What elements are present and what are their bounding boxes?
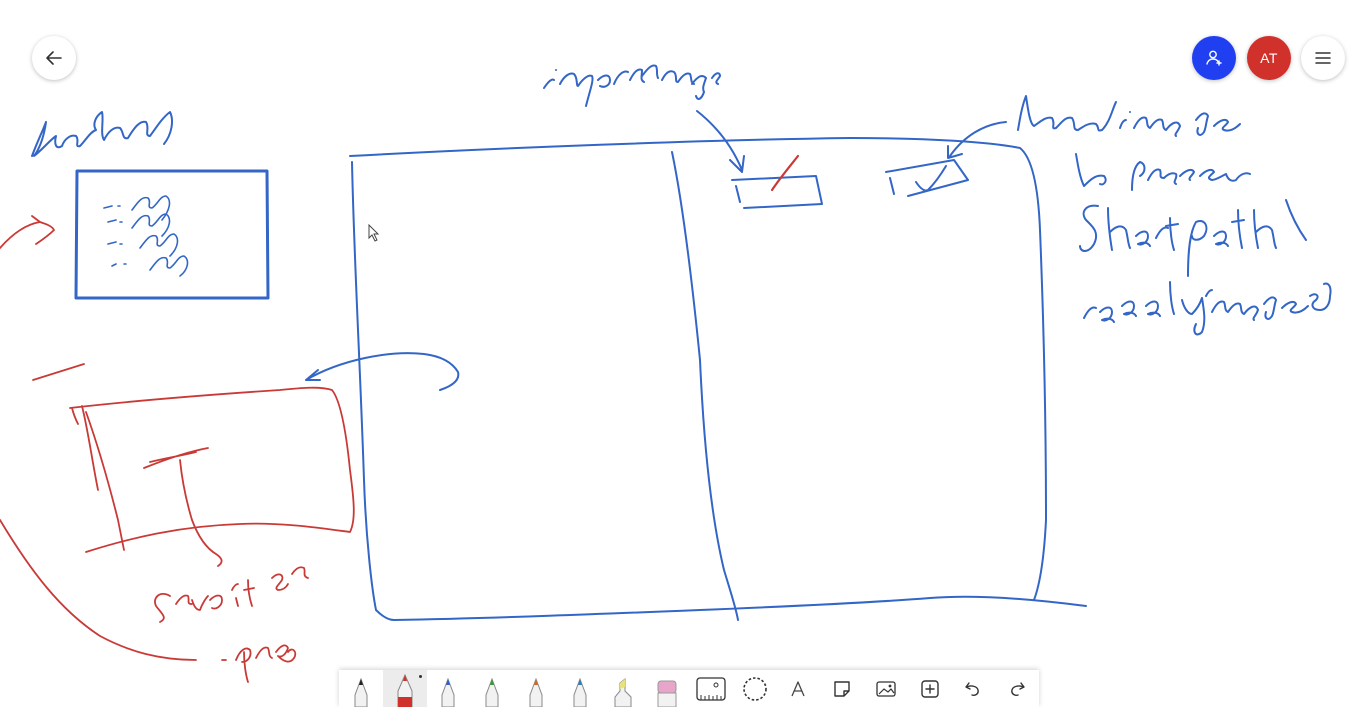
directory-box [74,169,270,300]
import-button-sketch [731,175,823,209]
handwriting-import-image [543,64,721,107]
eraser-icon [657,680,677,707]
pen-icon [354,677,368,707]
red-check-mark [770,154,800,192]
handwriting-save-it-as [154,566,309,623]
handwriting-png [221,644,297,683]
main-window-frame [349,137,1087,621]
handwriting-to-process [1075,153,1251,191]
pen-icon [485,677,499,707]
pen-icon [573,677,587,707]
pen-icon [441,677,455,707]
avatar-initials: AT [1260,50,1278,66]
mouse-cursor-icon [368,224,380,242]
tool-red-pen[interactable] [382,670,427,707]
tool-add[interactable] [908,670,952,707]
plus-box-icon [920,679,939,698]
tool-blue-pen[interactable] [427,670,471,707]
tool-teal-pen[interactable] [558,670,602,707]
tool-redo[interactable] [995,670,1039,707]
highlighter-icon [614,677,632,707]
file-list-scribble [103,195,189,277]
pen-icon [529,677,543,707]
user-avatar[interactable]: AT [1247,36,1291,80]
arrow-save-to-main [305,352,460,391]
handwriting-sharp-path [1079,199,1307,277]
arrow-load [947,121,1007,159]
tool-ruler[interactable] [689,670,733,707]
red-dash [32,363,85,381]
tool-black-pen[interactable] [339,670,383,707]
active-indicator [418,675,422,678]
ruler-icon [696,676,726,701]
load-button-sketch [885,159,969,197]
drawing-toolbar [339,670,1039,707]
text-icon [791,680,805,696]
hamburger-menu-icon [1315,52,1331,64]
undo-icon [965,681,980,696]
arrow-import [696,110,745,173]
handwriting-load-image [1017,95,1241,137]
menu-button[interactable] [1301,36,1345,80]
tool-sticky-note[interactable] [820,670,864,707]
save-button-sketch [143,447,223,567]
pen-icon [397,673,413,707]
tool-orange-pen[interactable] [514,670,558,707]
note-icon [834,680,850,697]
add-person-icon [1206,50,1222,66]
tool-undo[interactable] [952,670,996,707]
tool-highlighter[interactable] [602,670,646,707]
tool-eraser[interactable] [645,670,689,707]
tool-image[interactable] [864,670,908,707]
back-button[interactable] [32,36,76,80]
save-window-frame [69,386,355,553]
tool-green-pen[interactable] [470,670,514,707]
red-arrow-left [0,215,55,249]
handwriting-ready-images [1083,281,1332,336]
arrow-left-icon [46,51,62,65]
image-icon [876,680,896,697]
main-window-divider [671,151,739,621]
tool-lasso-select[interactable] [733,670,777,707]
tool-text[interactable] [777,670,821,707]
invite-button[interactable] [1192,36,1236,80]
red-arrow-bottom [0,519,197,661]
handwriting-directory [31,111,173,157]
redo-icon [1011,681,1025,696]
lasso-icon [742,676,767,701]
